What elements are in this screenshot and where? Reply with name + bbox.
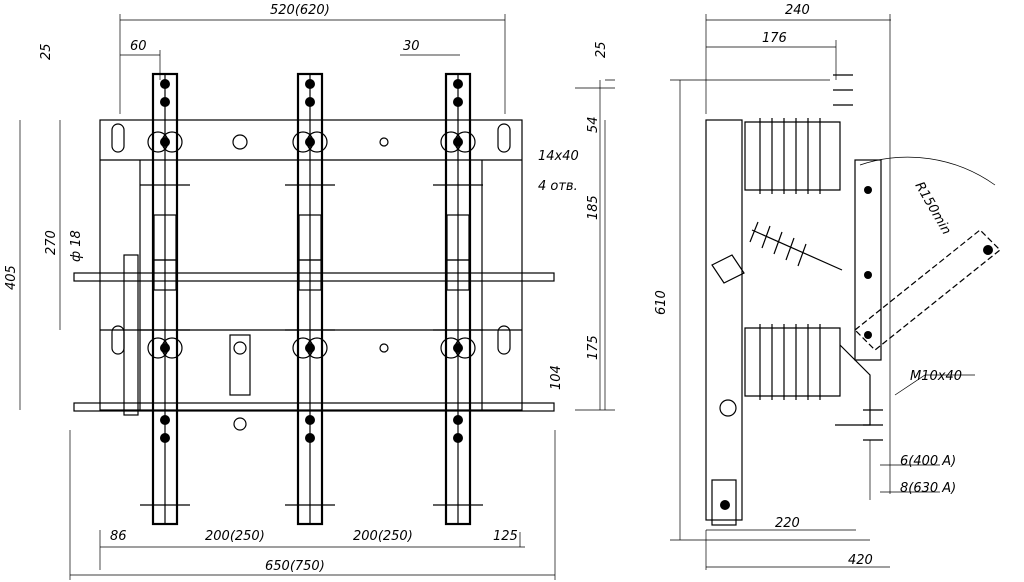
knife-blade <box>854 159 882 361</box>
dim-label: 200(250) <box>205 529 265 544</box>
dim-label: 220 <box>775 516 800 531</box>
side-base <box>705 119 743 521</box>
pole-1 <box>140 72 190 526</box>
side-dimension-labels: 240 176 610 R150min M10x40 6(400 A) 8(63… <box>654 3 962 568</box>
dim-label: 60 <box>130 39 147 54</box>
dim-label: 270 <box>44 230 59 255</box>
dim-top-width: 520(620) <box>270 3 330 18</box>
dim-label: 6(400 A) <box>900 454 956 469</box>
mount-slot <box>497 123 511 153</box>
dim-label: 175 <box>586 335 601 360</box>
front-dimension-labels: 520(620) 25 60 30 25 54 14x40 4 отв. 185… <box>4 3 609 574</box>
dim-slot-count: 4 отв. <box>538 179 578 194</box>
dim-label: 30 <box>403 39 420 54</box>
side-view: 240 176 610 R150min M10x40 6(400 A) 8(63… <box>654 3 1001 570</box>
dim-label: 125 <box>493 529 518 544</box>
dim-radius: R150min <box>912 180 954 238</box>
upper-insulator <box>744 118 841 194</box>
dim-label: 185 <box>586 195 601 220</box>
dim-label: 8(630 A) <box>900 481 956 496</box>
lower-shaft <box>73 402 555 412</box>
mount-slot <box>111 123 125 153</box>
pole-3 <box>431 72 485 526</box>
dim-label: 240 <box>785 3 810 18</box>
dim-label: ф 18 <box>69 230 84 262</box>
open-blade-position <box>854 229 1001 351</box>
dim-label: 25 <box>594 41 609 58</box>
ground-terminal-icon <box>232 134 248 150</box>
lower-insulator <box>744 324 841 400</box>
pole-2 <box>283 72 337 526</box>
dim-label: 25 <box>39 43 54 60</box>
dim-bolt: M10x40 <box>910 369 962 384</box>
dim-label: 86 <box>110 529 127 544</box>
dim-label: 200(250) <box>353 529 413 544</box>
dim-overall-width: 650(750) <box>265 559 325 574</box>
dim-slot-size: 14x40 <box>538 149 579 164</box>
front-view: 520(620) 25 60 30 25 54 14x40 4 отв. 185… <box>4 3 615 580</box>
dim-label: 54 <box>586 116 601 133</box>
base-frame <box>99 119 523 411</box>
drive-insulator <box>749 221 843 271</box>
drive-shaft <box>73 272 555 282</box>
drive-lever <box>123 254 139 416</box>
dim-label: 104 <box>549 365 564 390</box>
mount-slot <box>497 325 511 355</box>
dim-label: 420 <box>848 553 873 568</box>
dim-label: 176 <box>762 31 787 46</box>
dim-label: 610 <box>654 290 669 315</box>
dim-label: 405 <box>4 265 19 290</box>
